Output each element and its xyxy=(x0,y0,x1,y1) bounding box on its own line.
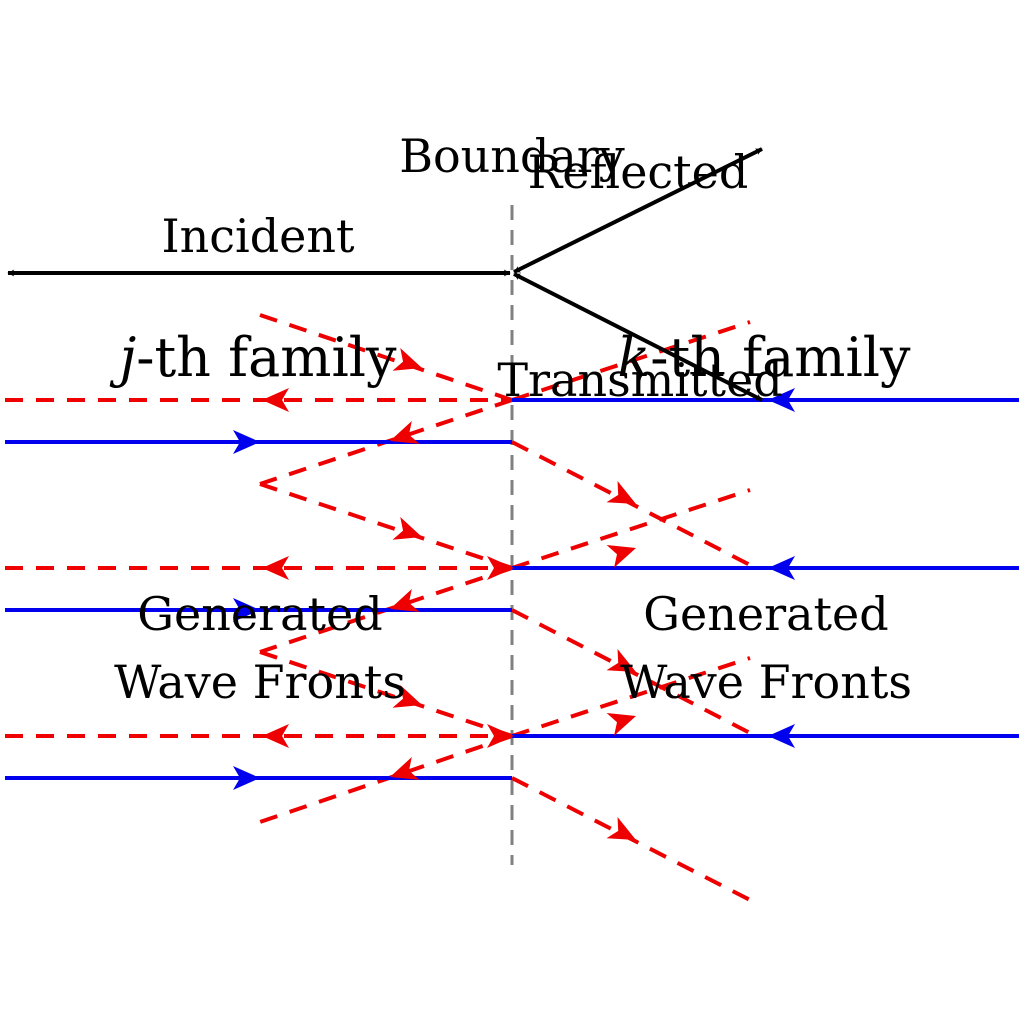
boundary-label: Boundary xyxy=(399,129,625,183)
generated-right-line1: Generated xyxy=(643,587,888,641)
red-dashed-diag-5 xyxy=(259,650,513,738)
j-family-rest: -th family xyxy=(136,326,397,389)
red-dashed-diag-3 xyxy=(259,482,513,570)
incident-label: Incident xyxy=(161,209,355,263)
arrowhead-icon xyxy=(606,648,636,672)
arrowhead-icon xyxy=(233,766,260,790)
k-family-rest: -th family xyxy=(650,326,911,389)
arrowhead-icon xyxy=(390,589,420,612)
k-family-label: k-th family xyxy=(617,326,911,389)
black-arrows xyxy=(7,147,763,402)
reflected-arrow xyxy=(513,147,763,274)
arrowhead-icon xyxy=(606,480,636,504)
j-family-label: j-th family xyxy=(109,326,397,389)
generated-left-line1: Generated xyxy=(137,587,382,641)
generated-left-line2: Wave Fronts xyxy=(114,655,406,709)
red-dashed-right-3 xyxy=(511,488,751,570)
arrowhead-icon xyxy=(606,544,636,568)
arrowhead-icon xyxy=(392,685,422,708)
left-generated-fronts xyxy=(5,313,513,824)
arrowhead-icon xyxy=(262,348,636,840)
arrowhead-icon xyxy=(606,712,636,736)
arrowhead-icon xyxy=(233,598,260,622)
red-dashed-diag-1 xyxy=(259,313,513,402)
arrowhead-icon xyxy=(606,816,636,840)
arrowhead-icon xyxy=(768,556,795,580)
reflected-label: Reflected xyxy=(528,145,749,199)
arrowhead-icon xyxy=(487,724,514,748)
generated-right-line2: Wave Fronts xyxy=(620,655,912,709)
arrowhead-icon xyxy=(390,757,420,780)
arrowhead-icon xyxy=(262,556,289,580)
arrowhead-icon xyxy=(262,388,289,412)
arrowhead-icon xyxy=(392,517,422,540)
j-family-var: j xyxy=(109,326,136,389)
arrowhead-icon xyxy=(768,388,795,412)
transmitted-arrow xyxy=(513,272,763,402)
k-family-var: k xyxy=(617,326,650,389)
arrowhead-icon xyxy=(233,430,260,454)
red-dashed-right-5 xyxy=(511,656,751,738)
transmitted-label: Transmitted xyxy=(497,353,782,407)
arrowhead-icon xyxy=(262,724,289,748)
arrowhead-icon xyxy=(392,348,422,371)
arrowhead-icon xyxy=(233,388,795,790)
arrowhead-icon xyxy=(390,421,420,444)
arrowhead-icon xyxy=(768,724,795,748)
arrowhead-icon xyxy=(487,556,514,580)
